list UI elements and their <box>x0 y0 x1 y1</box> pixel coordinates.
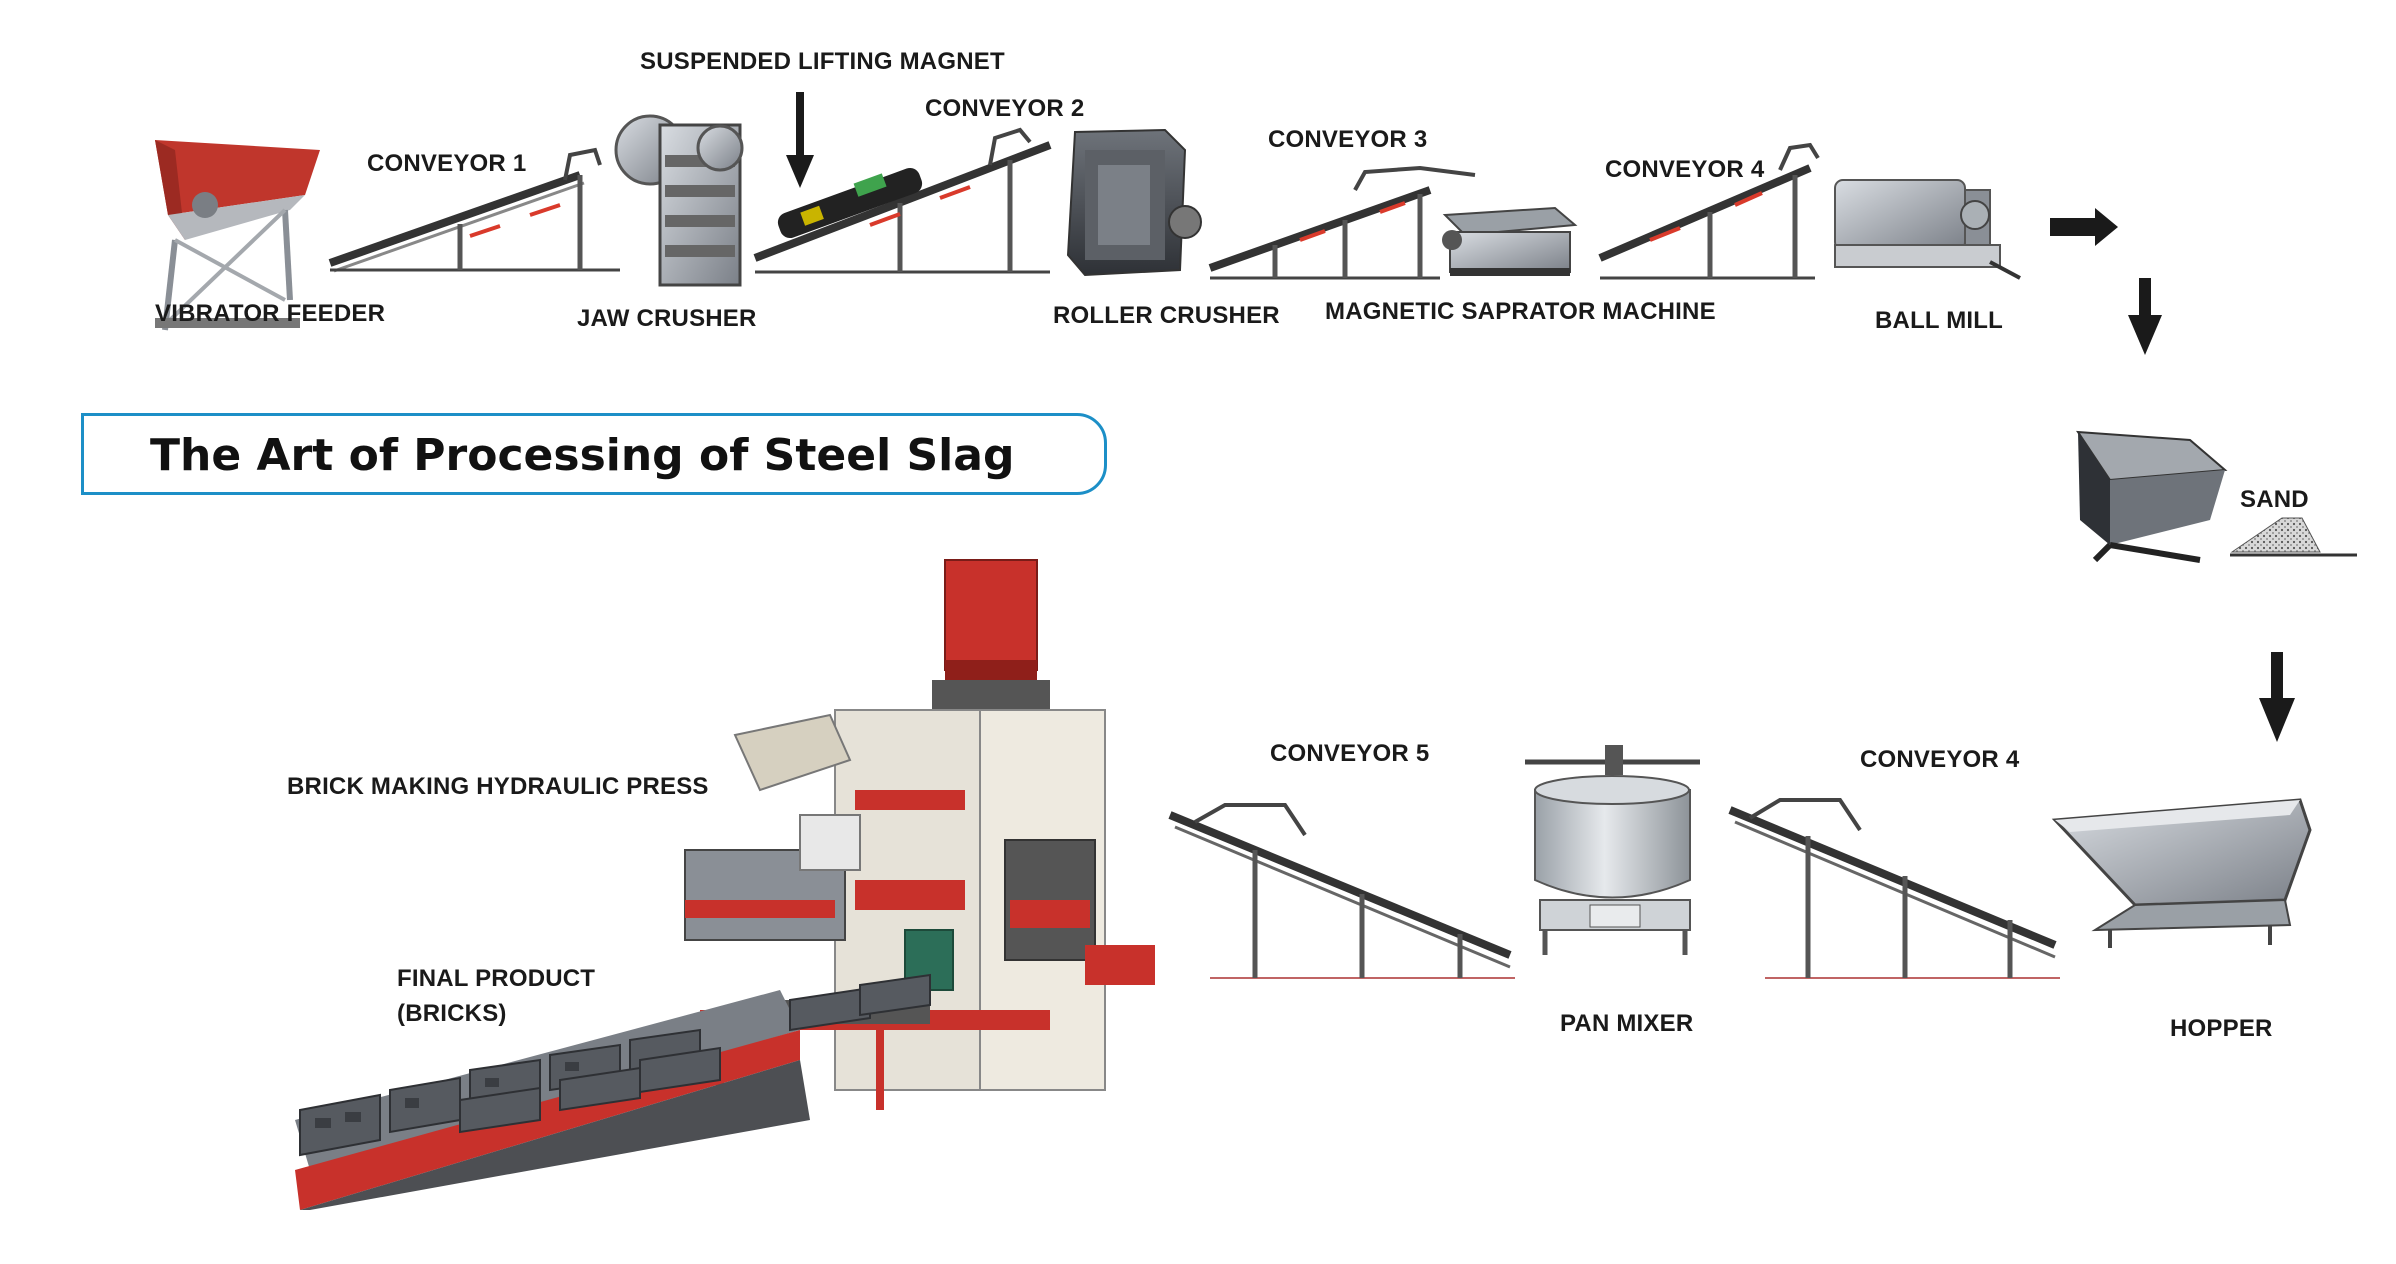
magnetic-separator-icon <box>1442 206 1578 276</box>
label-conveyor-3: CONVEYOR 3 <box>1268 126 1428 153</box>
label-roller-crusher: ROLLER CRUSHER <box>1053 302 1280 329</box>
magnet-drop-arrow-icon <box>786 92 814 188</box>
conveyor-2-icon <box>753 127 1052 274</box>
arrow-down-icon <box>2259 652 2295 742</box>
label-conveyor-4-bottom: CONVEYOR 4 <box>1860 746 2020 773</box>
conveyor-4-top-icon <box>1598 142 1820 280</box>
conveyor-4-bottom-icon <box>1728 798 2060 979</box>
label-sand: SAND <box>2240 486 2309 513</box>
label-vibrator-feeder: VIBRATOR FEEDER <box>155 300 386 327</box>
label-pan-mixer: PAN MIXER <box>1560 1010 1694 1037</box>
label-conveyor-1: CONVEYOR 1 <box>367 150 527 177</box>
label-hopper: HOPPER <box>2170 1015 2273 1042</box>
vibrator-feeder-icon <box>155 140 320 331</box>
hopper-icon <box>2051 798 2312 948</box>
ball-mill-icon <box>1834 179 2021 280</box>
label-suspended-lifting-magnet: SUSPENDED LIFTING MAGNET <box>640 48 1005 75</box>
label-final-product: FINAL PRODUCT <box>397 965 596 992</box>
roller-crusher-icon <box>1066 128 1202 277</box>
bricks-icon <box>295 973 931 1210</box>
label-jaw-crusher: JAW CRUSHER <box>577 305 757 332</box>
label-conveyor-5: CONVEYOR 5 <box>1270 740 1430 767</box>
arrow-down-icon <box>2128 278 2162 355</box>
pan-mixer-icon <box>1525 745 1700 955</box>
title-box: The Art of Processing of Steel Slag <box>81 413 1107 495</box>
arrow-right-icon <box>2050 208 2118 246</box>
suspended-magnet-icon <box>777 167 923 239</box>
screening-machine-icon <box>2076 430 2228 563</box>
conveyor-5-icon <box>1168 803 1515 979</box>
label-conveyor-2: CONVEYOR 2 <box>925 95 1085 122</box>
label-ball-mill: BALL MILL <box>1875 307 2003 334</box>
label-brick-press: BRICK MAKING HYDRAULIC PRESS <box>287 773 709 800</box>
label-conveyor-4-top: CONVEYOR 4 <box>1605 156 1765 183</box>
hydraulic-press-icon <box>684 559 1155 1110</box>
page-title: The Art of Processing of Steel Slag <box>150 430 1015 481</box>
label-final-product-bricks: (BRICKS) <box>397 1000 507 1027</box>
jaw-crusher-icon <box>614 114 744 287</box>
label-magnetic-separator: MAGNETIC SAPRATOR MACHINE <box>1325 298 1716 325</box>
conveyor-1-icon <box>328 147 620 273</box>
conveyor-3-icon <box>1208 165 1476 280</box>
sand-pile-icon <box>2230 517 2357 557</box>
